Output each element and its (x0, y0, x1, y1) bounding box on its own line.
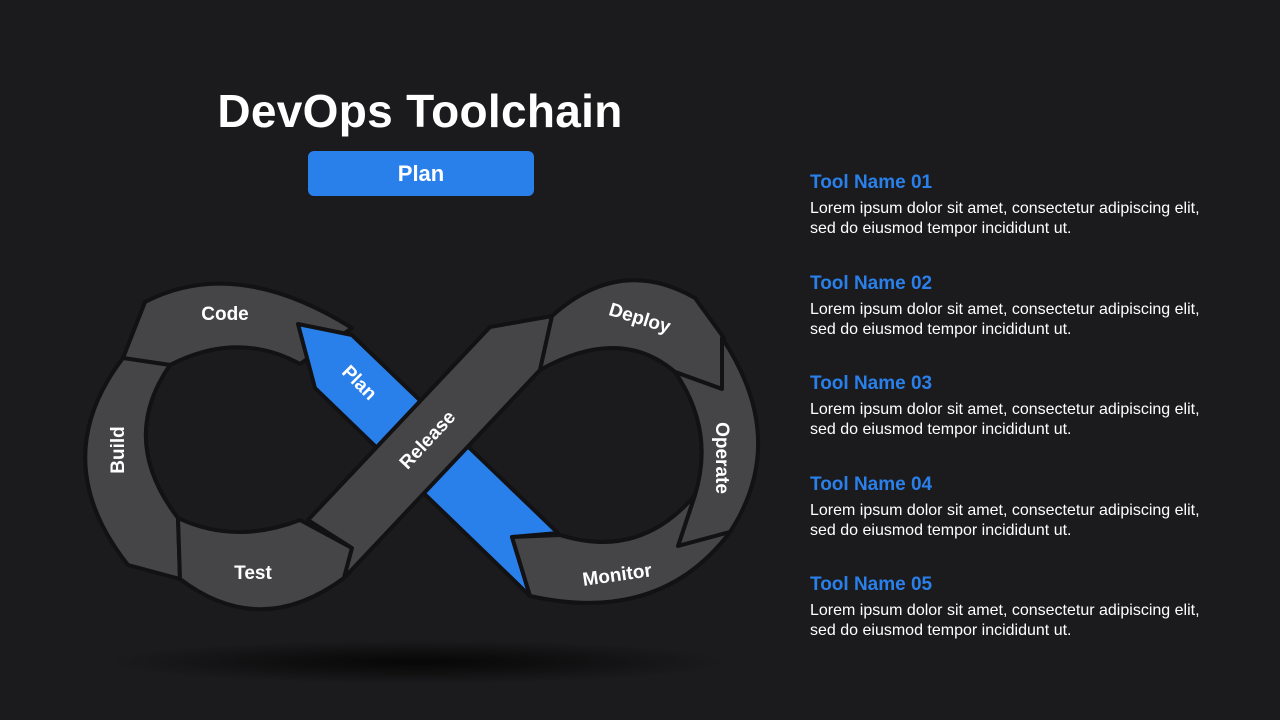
tool-description: Lorem ipsum dolor sit amet, consectetur … (810, 401, 1200, 438)
tool-name: Tool Name 05 (810, 574, 933, 595)
tool-item: Tool Name 03 Lorem ipsum dolor sit amet,… (810, 371, 1230, 472)
devops-infinity-diagram: Code Build Test Release Plan Deploy Oper… (83, 278, 761, 684)
tool-item: Tool Name 04 Lorem ipsum dolor sit amet,… (810, 472, 1230, 573)
active-stage-badge: Plan (308, 151, 534, 196)
slide-title: DevOps Toolchain (217, 85, 623, 137)
segment-code[interactable] (121, 281, 354, 367)
tool-description: Lorem ipsum dolor sit amet, consectetur … (810, 200, 1200, 237)
segment-build[interactable] (83, 356, 182, 581)
tool-name: Tool Name 01 (810, 172, 933, 193)
tool-name: Tool Name 04 (810, 473, 933, 495)
tool-description: Lorem ipsum dolor sit amet, consectetur … (810, 501, 1200, 539)
tool-name: Tool Name 03 (810, 373, 933, 394)
segment-monitor[interactable] (510, 493, 732, 605)
tool-name: Tool Name 02 (810, 272, 933, 294)
tool-item: Tool Name 01 Lorem ipsum dolor sit amet,… (810, 170, 1230, 271)
tool-description: Lorem ipsum dolor sit amet, consectetur … (810, 602, 1200, 639)
tool-item: Tool Name 05 Lorem ipsum dolor sit amet,… (810, 572, 1230, 673)
label-code: Code (201, 304, 249, 325)
tool-item: Tool Name 02 Lorem ipsum dolor sit amet,… (810, 271, 1230, 372)
label-build: Build (108, 426, 129, 474)
diagram-shadow (108, 640, 728, 684)
label-test: Test (234, 563, 272, 584)
label-operate: Operate (711, 422, 732, 494)
tool-description: Lorem ipsum dolor sit amet, consectetur … (810, 300, 1200, 338)
segment-deploy[interactable] (538, 278, 726, 391)
tool-list: Tool Name 01 Lorem ipsum dolor sit amet,… (810, 170, 1230, 673)
